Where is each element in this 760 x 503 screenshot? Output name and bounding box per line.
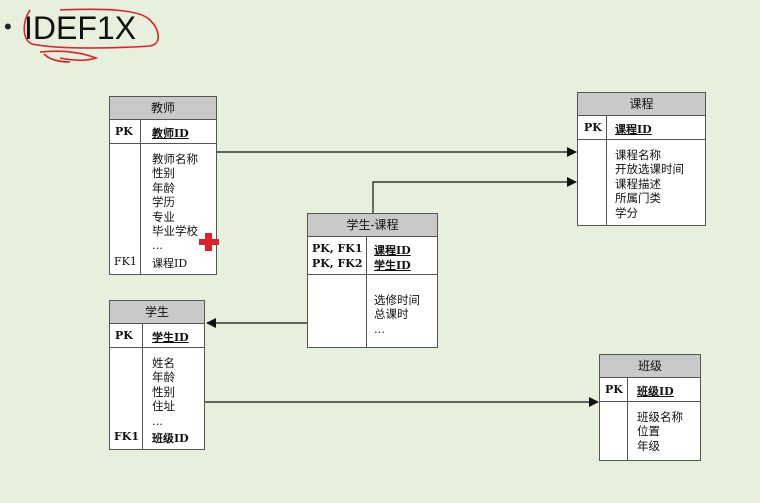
pk-label: PK	[115, 329, 133, 342]
attribute: ...	[152, 238, 163, 253]
attribute: 专业	[152, 209, 175, 224]
attribute: 学分	[615, 205, 638, 220]
entity-class-box: PK 班级ID 班级名称 位置 年级	[599, 377, 701, 461]
fk-attribute: 课程ID	[152, 257, 188, 270]
entity-course-box: PK 课程ID 课程名称 开放选课时间 课程描述 所属门类 学分	[577, 115, 706, 226]
attribute: 位置	[637, 424, 660, 439]
attribute-list: 姓名 年龄 性别 住址 ...	[152, 356, 175, 428]
entity-student-course-title: 学生-课程	[307, 213, 438, 236]
slide-title: IDEF1X	[24, 10, 137, 46]
entity-course: 课程 PK 课程ID 课程名称 开放选课时间 课程描述 所属门类 学分	[577, 92, 706, 226]
attribute: 教师名称	[152, 152, 198, 166]
attribute: 总课时	[374, 307, 409, 322]
attribute: 毕业学校	[152, 224, 198, 239]
pk-attribute: 课程ID	[374, 244, 411, 257]
attribute: 住址	[152, 399, 175, 414]
entity-student-title: 学生	[109, 300, 205, 323]
pk-attribute: 课程ID	[615, 123, 652, 136]
red-annotation-scribble	[23, 8, 160, 63]
fk-attribute: 班级ID	[152, 432, 189, 445]
fk-label: FK1	[114, 430, 140, 443]
attribute: 年级	[637, 438, 660, 453]
entity-teacher-title: 教师	[109, 96, 217, 119]
entity-class-title: 班级	[599, 354, 701, 377]
entity-class: 班级 PK 班级ID 班级名称 位置 年级	[599, 354, 701, 461]
pk-attribute: 教师ID	[152, 127, 189, 140]
attribute-list: 班级名称 位置 年级	[637, 410, 683, 453]
attribute: 性别	[152, 166, 175, 181]
attribute: 姓名	[152, 356, 175, 370]
attribute: 年龄	[152, 370, 175, 385]
fk-label: FK1	[114, 255, 137, 268]
pk-attribute: 学生ID	[152, 331, 189, 344]
attribute: 选修时间	[374, 293, 420, 307]
entity-course-title: 课程	[577, 92, 706, 115]
attribute-list: 课程名称 开放选课时间 课程描述 所属门类 学分	[615, 148, 684, 220]
red-cross-icon	[199, 233, 219, 251]
attribute: 课程描述	[615, 176, 661, 191]
attribute: 年龄	[152, 180, 175, 195]
attribute: ...	[152, 413, 163, 428]
attribute: 学历	[152, 195, 175, 210]
entity-student: 学生 PK 学生ID 姓名 年龄 性别 住址 ... FK1 班级ID	[109, 300, 205, 450]
line-studentcourse-course	[372, 177, 577, 213]
attribute: 课程名称	[615, 148, 661, 162]
entity-student-course-box: PK, FK1 课程ID PK, FK2 学生ID 选修时间 总课时 ...	[307, 236, 438, 348]
pk-label: PK, FK2	[312, 257, 363, 270]
attribute: ...	[374, 321, 385, 336]
bullet: •	[4, 14, 12, 39]
pk-attribute: 学生ID	[374, 259, 411, 272]
attribute: 性别	[152, 384, 175, 399]
attribute-list: 选修时间 总课时 ...	[374, 293, 420, 336]
entity-student-box: PK 学生ID 姓名 年龄 性别 住址 ... FK1 班级ID	[109, 323, 205, 450]
entity-teacher-box: PK 教师ID 教师名称 性别 年龄 学历 专业 毕业学校 ... FK1 课程…	[109, 119, 217, 275]
pk-label: PK, FK1	[312, 242, 363, 255]
pk-label: PK	[584, 121, 602, 134]
entity-student-course: 学生-课程 PK, FK1 课程ID PK, FK2 学生ID 选修时间 总课时…	[307, 213, 438, 348]
entity-teacher: 教师 PK 教师ID 教师名称 性别 年龄 学历 专业 毕业学校 ... FK1…	[109, 96, 217, 275]
pk-label: PK	[115, 125, 133, 138]
pk-label: PK	[605, 383, 623, 396]
attribute: 开放选课时间	[615, 162, 684, 177]
attribute: 所属门类	[615, 191, 661, 206]
pk-attribute: 班级ID	[637, 385, 674, 398]
attribute: 班级名称	[637, 410, 683, 424]
attribute-list: 教师名称 性别 年龄 学历 专业 毕业学校 ...	[152, 152, 198, 253]
